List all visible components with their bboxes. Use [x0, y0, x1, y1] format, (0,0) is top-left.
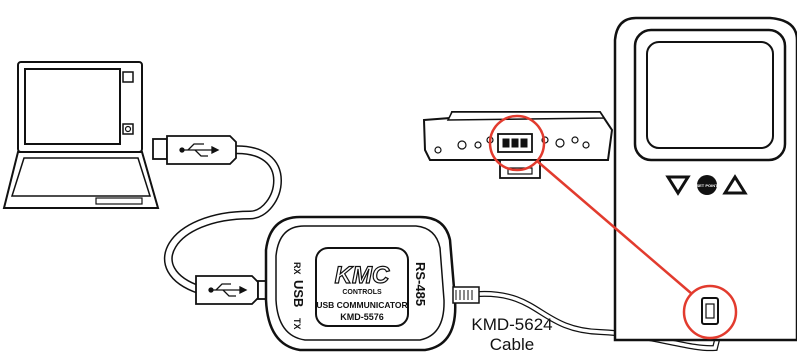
- highlight-connector-line: [536, 160, 693, 295]
- label-tx: TX: [292, 318, 302, 330]
- usb-cable: [164, 145, 282, 295]
- label-usb: USB: [291, 280, 306, 307]
- usb-communicator: KMC CONTROLS USB COMMUNICATOR KMD-5576 R…: [264, 215, 457, 352]
- thermostat-icon: SET POINT: [613, 16, 797, 342]
- laptop-icon: [2, 61, 160, 209]
- down-arrow-icon: [665, 175, 691, 196]
- rj-connector-icon: [452, 286, 480, 304]
- highlight-thermostat-port: [682, 284, 738, 340]
- label-rx: RX: [292, 262, 302, 275]
- device-model: KMD-5576: [340, 312, 384, 322]
- device-name: USB COMMUNICATOR: [316, 300, 407, 310]
- thermostat-back-board: [422, 111, 614, 179]
- set-point-button: [697, 175, 717, 195]
- label-rs485: RS-485: [413, 262, 428, 306]
- usb-plug-communicator: [195, 275, 269, 305]
- cable-label-type: Cable: [490, 335, 534, 354]
- cable-label-model: KMD-5624: [471, 315, 552, 334]
- brand-logo: KMC: [335, 262, 390, 289]
- set-point-label: SET POINT: [696, 183, 718, 188]
- usb-icon: [179, 143, 220, 157]
- usb-plug-laptop: [152, 135, 237, 165]
- highlight-board-connector: [488, 114, 546, 172]
- highlight-annotation: [488, 114, 738, 340]
- up-arrow-icon: [722, 174, 748, 195]
- brand-sub: CONTROLS: [342, 289, 382, 296]
- usb-icon: [208, 283, 248, 297]
- kmd-5624-cable: [477, 290, 725, 352]
